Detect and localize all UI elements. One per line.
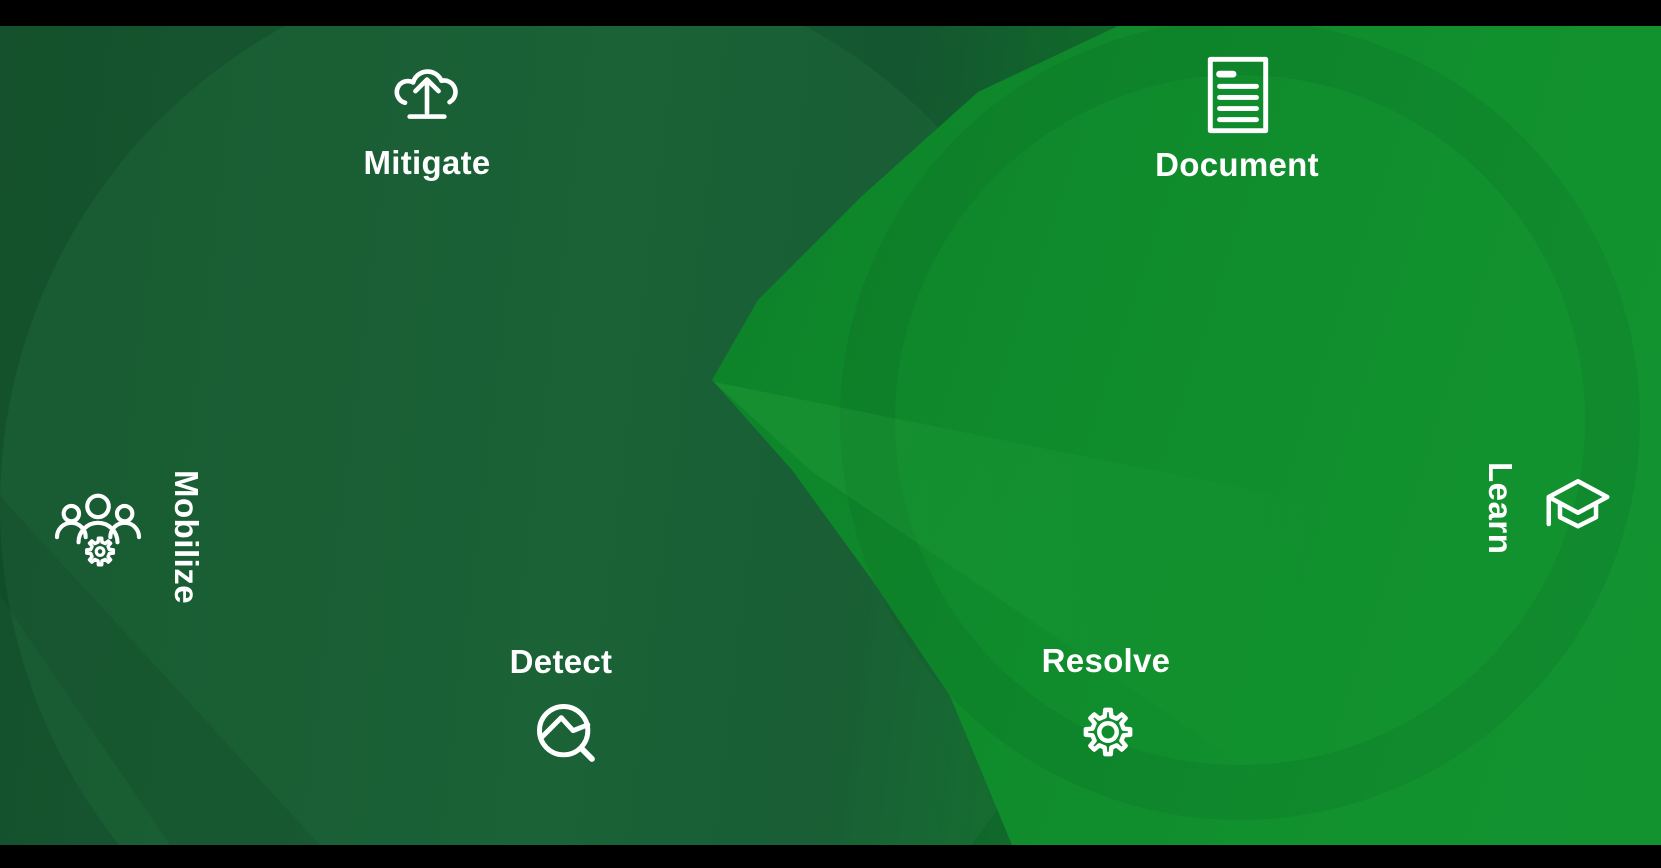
monitor-search-icon [533,700,599,766]
stage-label-document: Document [1155,146,1319,183]
document-icon [1206,53,1270,137]
gear-icon [1074,697,1142,767]
stage-label-detect: Detect [509,643,613,680]
stage-label-resolve: Resolve [1041,642,1171,679]
stage-label-mobilize: Mobilize [168,469,205,605]
infinity-artwork [0,26,1661,845]
team-gear-icon [52,490,144,572]
cloud-upload-icon [390,54,464,126]
letterbox-bottom [0,845,1661,868]
graduation-cap-icon [1542,474,1614,538]
stage-label-learn: Learn [1482,462,1519,555]
stage-label-mitigate: Mitigate [363,144,491,181]
letterbox-top [0,0,1661,26]
